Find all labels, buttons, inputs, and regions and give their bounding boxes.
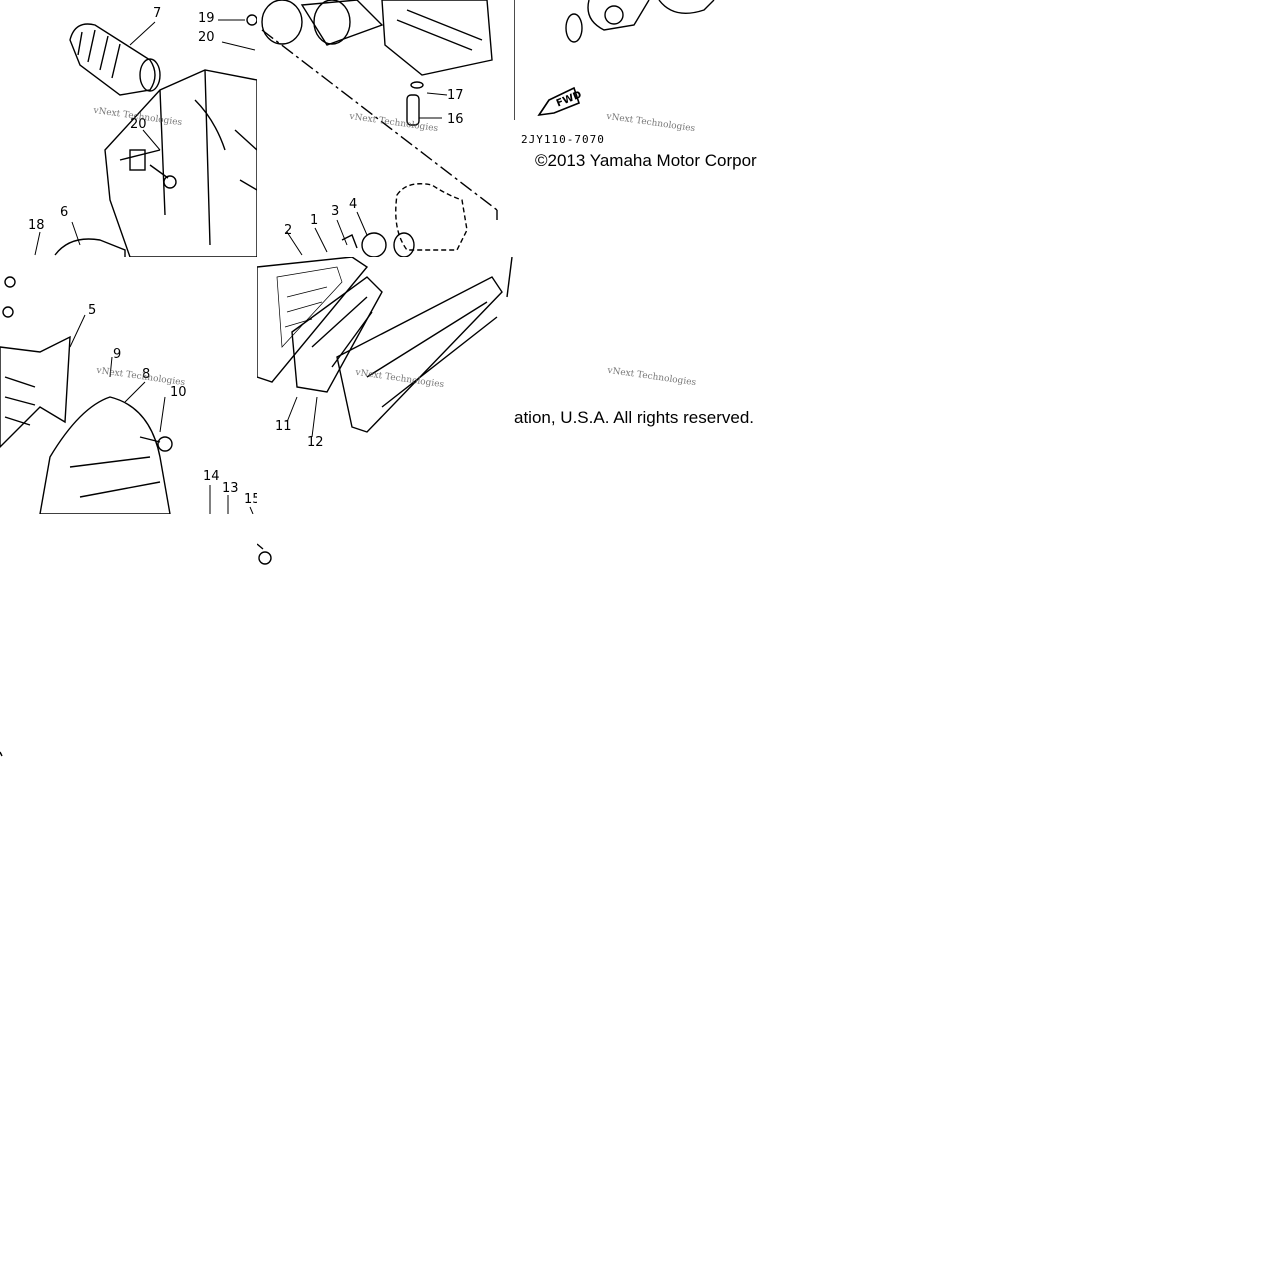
joint-and-fwd-drawing <box>514 0 715 257</box>
diagram-tile-center: 11 12 vNext Technologies <box>257 257 514 514</box>
part-code: 2JY110-7070 <box>521 133 605 146</box>
callout-15: 15 <box>244 492 257 507</box>
callout-16: 16 <box>447 112 464 127</box>
drain-plug-drawing <box>257 543 272 565</box>
callout-2: 2 <box>284 223 293 238</box>
callout-1: 1 <box>310 213 319 228</box>
callout-4: 4 <box>349 197 358 212</box>
callout-20-upper: 20 <box>198 30 215 45</box>
callout-6: 6 <box>60 205 69 220</box>
diagram-tile-top-middle: 17 16 2 1 3 4 vNext Technologies <box>257 0 514 257</box>
watermark: vNext Technologies <box>606 365 697 389</box>
diagram-tile-middle-left: 5 9 8 10 14 13 15 vNext Technologies <box>0 257 257 514</box>
callout-11: 11 <box>275 419 292 434</box>
airbox-intake-drawing <box>34 14 257 257</box>
callout-8: 8 <box>142 367 151 382</box>
intake-manifold-drawing <box>261 0 498 257</box>
edge-fragment-drawing <box>0 751 3 757</box>
copyright-line-2: ation, U.S.A. All rights reserved. <box>514 408 754 427</box>
callout-5: 5 <box>88 303 97 318</box>
callout-12: 12 <box>307 435 324 450</box>
callout-14: 14 <box>203 469 220 484</box>
callout-7: 7 <box>153 6 162 21</box>
diagram-tile-middle-right: vNext Technologies ation, U.S.A. All rig… <box>514 257 771 514</box>
diagram-tile-top-left: 7 19 20 20 18 6 vNext Technologies <box>0 0 257 257</box>
callout-10: 10 <box>170 385 187 400</box>
callout-20-lower: 20 <box>130 117 147 132</box>
callout-17: 17 <box>447 88 464 103</box>
diagram-tile-lower-left <box>0 514 257 771</box>
air-filter-element-drawing <box>257 257 513 438</box>
callout-19: 19 <box>198 11 215 26</box>
diagram-tile-top-right: FWD 2JY110-7070 vNext Technologies ©2013… <box>514 0 771 257</box>
callout-18: 18 <box>28 218 45 233</box>
callout-3: 3 <box>331 204 340 219</box>
callout-9: 9 <box>113 347 122 362</box>
callout-13: 13 <box>222 481 239 496</box>
diagram-tile-lower-center <box>257 514 514 771</box>
airbox-cover-drawing <box>0 276 254 514</box>
copyright-line-1: ©2013 Yamaha Motor Corpor <box>535 151 757 170</box>
